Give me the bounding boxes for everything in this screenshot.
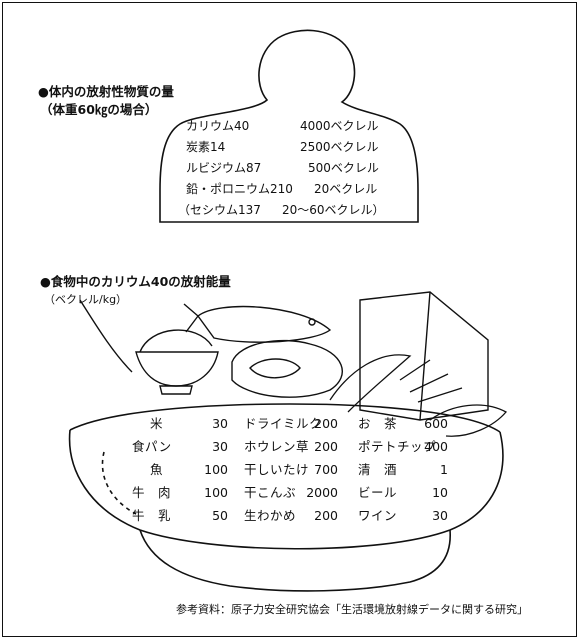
food-value: 30: [212, 439, 228, 454]
food-value: 600: [424, 416, 448, 431]
food-value: 50: [212, 508, 228, 523]
food-name: お 茶: [358, 416, 398, 431]
food-value: 700: [314, 462, 338, 477]
body-row-name: （セシウム137: [178, 203, 261, 217]
food-value: 2000: [306, 485, 338, 500]
human-silhouette: [159, 29, 419, 223]
food-name: 干こんぶ: [244, 485, 297, 500]
body-section-title: ●体内の放射性物質の量: [38, 84, 174, 99]
body-row-name: ルビジウム87: [186, 161, 262, 175]
body-row-value: 20〜60ベクレル）: [282, 203, 385, 217]
food-name: ドライミルク: [244, 416, 323, 431]
food-name: 食パン: [132, 439, 172, 454]
body-row-value: 20ベクレル: [314, 182, 378, 196]
food-name: 牛 乳: [132, 508, 172, 523]
body-row-name: カリウム40: [186, 119, 250, 133]
food-name: ビール: [358, 485, 398, 500]
food-value: 30: [432, 508, 448, 523]
food-name: ワイン: [358, 508, 398, 523]
body-row-value: 500ベクレル: [308, 161, 379, 175]
food-value: 10: [432, 485, 448, 500]
meat: [231, 339, 343, 398]
food-name: ホウレン草: [244, 439, 310, 454]
food-name: 牛 肉: [132, 485, 172, 500]
food-value: 200: [314, 416, 338, 431]
food-value: 200: [314, 439, 338, 454]
rice-bowl: [79, 299, 219, 395]
body-section-subtitle: （体重60㎏の場合）: [40, 102, 158, 117]
food-name: 清 酒: [358, 462, 398, 477]
large-bowl: [68, 403, 504, 592]
body-row-value: 4000ベクレル: [300, 119, 379, 133]
food-name: 生わかめ: [244, 508, 297, 523]
body-row-name: 鉛・ポロニウム210: [186, 182, 293, 196]
food-value: 100: [204, 485, 228, 500]
food-name: 魚: [150, 462, 164, 477]
food-section-title: ●食物中のカリウム40の放射能量: [40, 274, 231, 289]
food-name: 干しいたけ: [244, 462, 310, 477]
food-value: 400: [424, 439, 448, 454]
food-value: 1: [440, 462, 448, 477]
body-row-name: 炭素14: [186, 140, 226, 154]
food-value: 100: [204, 462, 228, 477]
food-value: 30: [212, 416, 228, 431]
food-name: 米: [150, 416, 164, 431]
food-value: 200: [314, 508, 338, 523]
fish: [183, 303, 332, 343]
vegetables: [329, 354, 508, 437]
food-section-unit: （ベクレル/kg）: [44, 293, 128, 306]
milk-carton: [359, 291, 489, 421]
food-name: ポテトチップ: [358, 439, 437, 454]
source-citation: 参考資料：原子力安全研究協会「生活環境放射線データに関する研究」: [176, 603, 528, 616]
body-row-value: 2500ベクレル: [300, 140, 379, 154]
